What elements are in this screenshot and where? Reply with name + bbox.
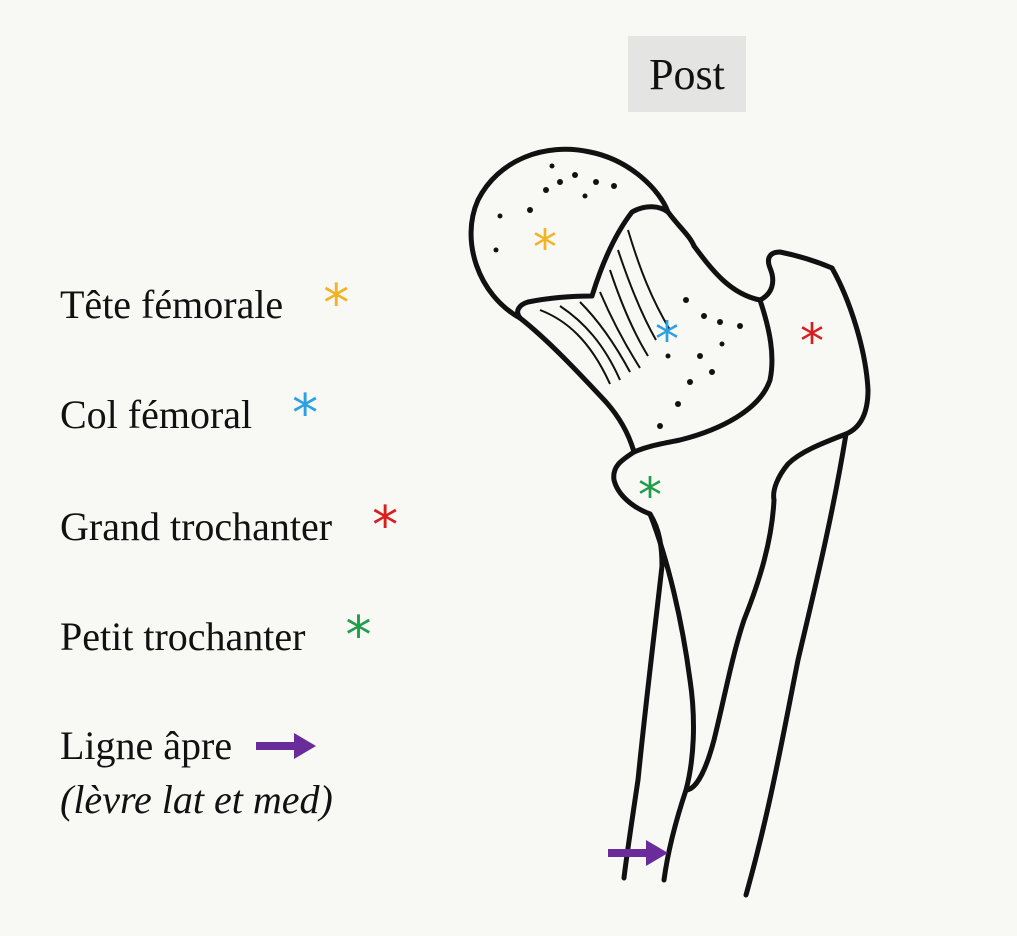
greater-trochanter-outline — [771, 265, 871, 503]
shaft-medial — [621, 563, 665, 881]
legend-label: Ligne âpre — [60, 723, 233, 768]
marker-petit-trochanter: * — [638, 468, 662, 524]
asterisk-icon: * — [323, 274, 350, 334]
legend-label: Col fémoral — [60, 391, 253, 437]
legend-item-grand-trochanter: Grand trochanter * — [60, 500, 398, 552]
marker-grand-trochanter: * — [800, 314, 824, 370]
legend-item-ligne-apre: Ligne âpre — [60, 722, 318, 769]
linea-aspera-lateral — [683, 497, 777, 793]
arrow-right-icon — [256, 732, 317, 759]
femoral-head-outline — [468, 146, 697, 321]
asterisk-icon: * — [345, 606, 372, 666]
asterisk-icon: * — [292, 384, 319, 444]
asterisk-icon: * — [372, 496, 399, 556]
marker-ligne-apre-arrow-icon — [608, 840, 668, 866]
orientation-label-text: Post — [649, 49, 725, 99]
orientation-label: Post — [628, 36, 746, 112]
legend-item-tete-femorale: Tête fémorale * — [60, 278, 349, 330]
marker-tete-femorale: * — [533, 220, 557, 276]
shaft-lateral — [743, 431, 849, 898]
marker-col-femoral: * — [655, 312, 679, 368]
femoral-neck-lower — [517, 315, 637, 455]
neck-striations — [539, 229, 671, 385]
legend-label: Petit trochanter — [60, 613, 306, 659]
legend-label: Tête fémorale — [60, 281, 284, 327]
legend-sub-label: (lèvre lat et med) — [60, 777, 333, 822]
legend-label: Grand trochanter — [60, 503, 333, 549]
femoral-neck-upper — [691, 243, 835, 303]
legend-item-col-femoral: Col fémoral * — [60, 388, 318, 440]
linea-aspera-medial — [647, 511, 696, 883]
legend-item-petit-trochanter: Petit trochanter * — [60, 610, 371, 662]
